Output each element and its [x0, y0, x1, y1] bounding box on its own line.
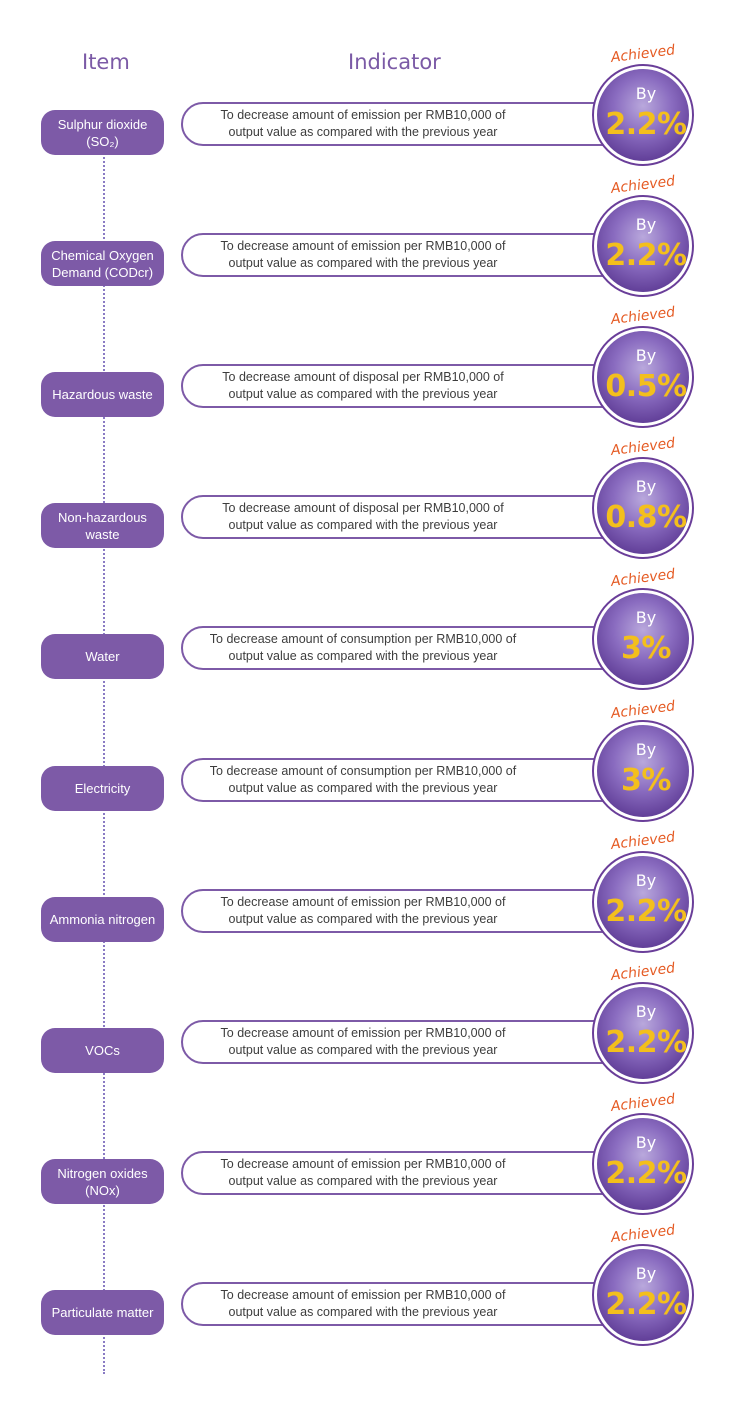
indicator-text: To decrease amount of consumption per RM… — [181, 626, 625, 670]
target-row-electricity: To decrease amount of consumption per RM… — [0, 698, 743, 887]
target-row-sulphur-dioxide: To decrease amount of emission per RMB10… — [0, 42, 743, 231]
item-label: Electricity — [41, 766, 164, 811]
result-badge: By 2.2% — [592, 982, 694, 1084]
result-badge-fill: By 2.2% — [597, 1249, 689, 1341]
target-row-vocs: To decrease amount of emission per RMB10… — [0, 960, 743, 1149]
result-percent: 2.2% — [605, 894, 687, 929]
result-badge: By 2.2% — [592, 64, 694, 166]
result-by-label: By — [635, 608, 657, 627]
target-row-particulate-matter: To decrease amount of emission per RMB10… — [0, 1222, 743, 1411]
result-badge: By 3% — [592, 720, 694, 822]
result-by-label: By — [635, 740, 657, 759]
result-percent: 2.2% — [605, 107, 687, 142]
achieved-label: Achieved — [610, 42, 676, 66]
result-by-label: By — [635, 84, 657, 103]
result-badge: By 0.5% — [592, 326, 694, 428]
result-percent: 2.2% — [605, 1287, 687, 1322]
target-row-hazardous-waste: To decrease amount of disposal per RMB10… — [0, 304, 743, 493]
item-label: Sulphur dioxide (SO₂) — [41, 110, 164, 155]
indicator-text: To decrease amount of emission per RMB10… — [181, 102, 625, 146]
result-percent: 3% — [621, 631, 671, 666]
target-row-water: To decrease amount of consumption per RM… — [0, 566, 743, 755]
result-badge-fill: By 2.2% — [597, 987, 689, 1079]
result-percent: 2.2% — [605, 1025, 687, 1060]
item-label: Particulate matter — [41, 1290, 164, 1335]
indicator-text: To decrease amount of emission per RMB10… — [181, 233, 625, 277]
result-percent: 3% — [621, 763, 671, 798]
indicator-text: To decrease amount of disposal per RMB10… — [181, 364, 625, 408]
target-row-nitrogen-oxides: To decrease amount of emission per RMB10… — [0, 1091, 743, 1280]
result-badge-fill: By 2.2% — [597, 69, 689, 161]
result-badge: By 3% — [592, 588, 694, 690]
result-badge-fill: By 2.2% — [597, 200, 689, 292]
result-by-label: By — [635, 1133, 657, 1152]
result-percent: 2.2% — [605, 1156, 687, 1191]
result-badge-fill: By 0.5% — [597, 331, 689, 423]
indicator-text: To decrease amount of consumption per RM… — [181, 758, 625, 802]
result-badge-fill: By 2.2% — [597, 1118, 689, 1210]
item-label: Non-hazardous waste — [41, 503, 164, 548]
item-label: Nitrogen oxides (NOx) — [41, 1159, 164, 1204]
result-badge: By 2.2% — [592, 851, 694, 953]
result-badge-fill: By 3% — [597, 593, 689, 685]
item-label: Chemical Oxygen Demand (CODcr) — [41, 241, 164, 286]
indicator-text: To decrease amount of emission per RMB10… — [181, 889, 625, 933]
result-by-label: By — [635, 871, 657, 890]
item-column-header: Item — [82, 50, 130, 74]
target-row-chemical-oxygen-demand: To decrease amount of emission per RMB10… — [0, 173, 743, 362]
dotted-connector-line — [103, 142, 105, 1374]
indicator-column-header: Indicator — [348, 50, 441, 74]
result-badge: By 2.2% — [592, 1113, 694, 1215]
indicator-text: To decrease amount of emission per RMB10… — [181, 1020, 625, 1064]
result-by-label: By — [635, 477, 657, 496]
result-badge: By 2.2% — [592, 195, 694, 297]
indicator-text: To decrease amount of emission per RMB10… — [181, 1282, 625, 1326]
result-percent: 0.8% — [605, 500, 687, 535]
result-badge-fill: By 2.2% — [597, 856, 689, 948]
result-by-label: By — [635, 215, 657, 234]
item-label: VOCs — [41, 1028, 164, 1073]
result-badge-fill: By 3% — [597, 725, 689, 817]
result-badge: By 0.8% — [592, 457, 694, 559]
item-label: Water — [41, 634, 164, 679]
result-badge-fill: By 0.8% — [597, 462, 689, 554]
result-by-label: By — [635, 1264, 657, 1283]
target-row-ammonia-nitrogen: To decrease amount of emission per RMB10… — [0, 829, 743, 1018]
result-percent: 2.2% — [605, 238, 687, 273]
indicator-text: To decrease amount of disposal per RMB10… — [181, 495, 625, 539]
result-percent: 0.5% — [605, 369, 687, 404]
result-badge: By 2.2% — [592, 1244, 694, 1346]
result-by-label: By — [635, 1002, 657, 1021]
item-label: Hazardous waste — [41, 372, 164, 417]
result-by-label: By — [635, 346, 657, 365]
item-label: Ammonia nitrogen — [41, 897, 164, 942]
indicator-text: To decrease amount of emission per RMB10… — [181, 1151, 625, 1195]
target-row-non-hazardous-waste: To decrease amount of disposal per RMB10… — [0, 435, 743, 624]
